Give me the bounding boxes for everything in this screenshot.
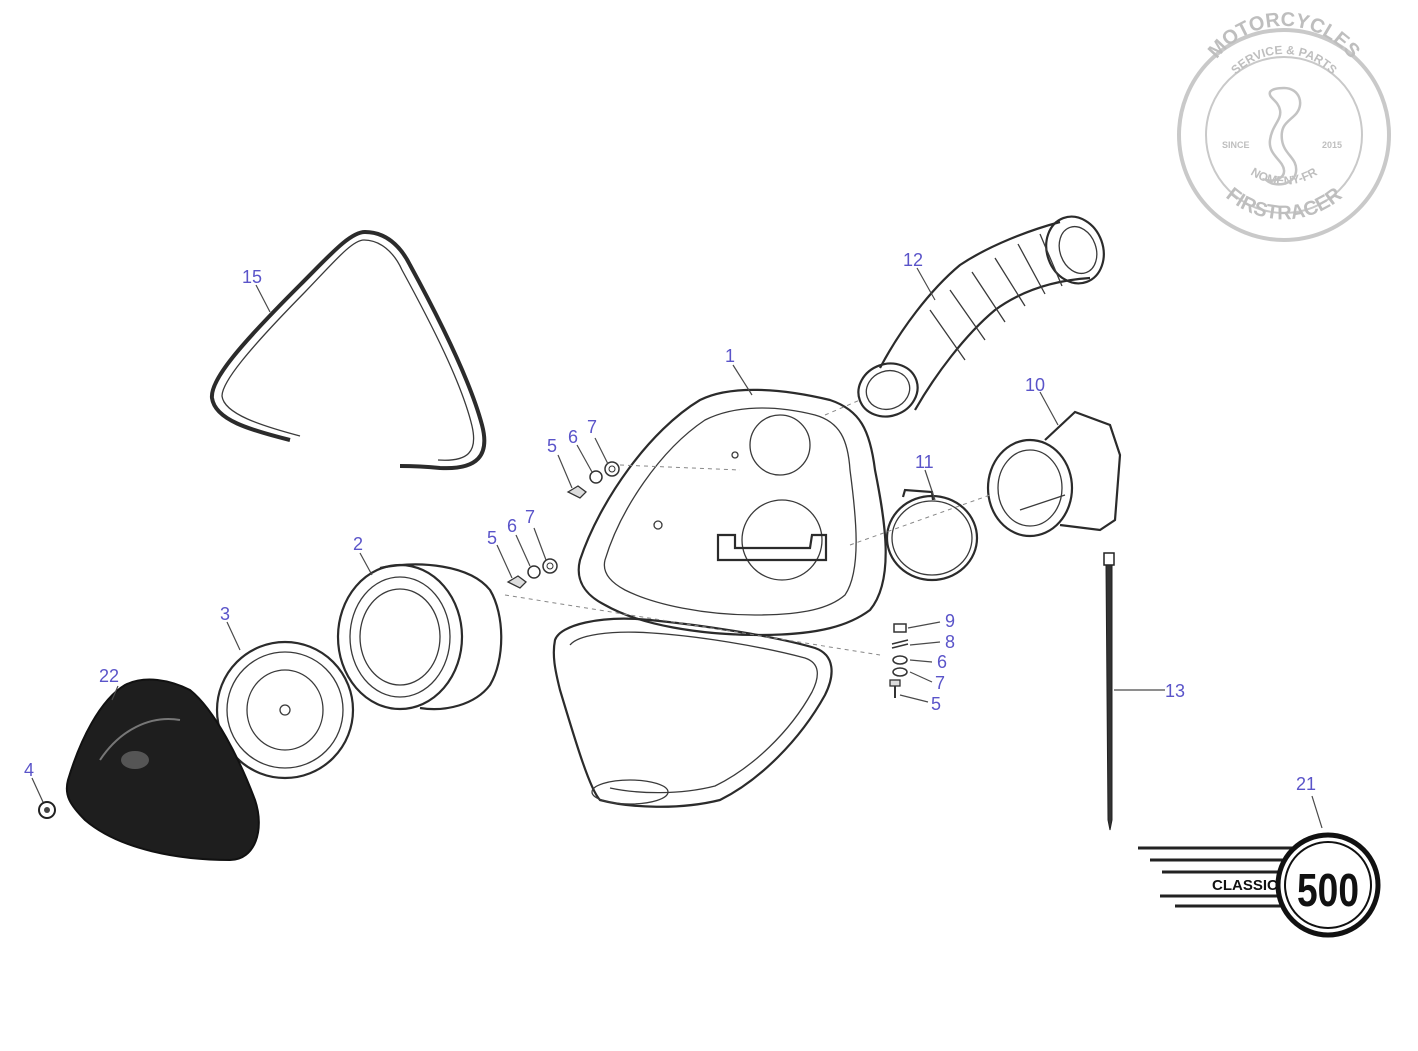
callout-11: 11 <box>915 452 934 472</box>
part-4-nut <box>38 801 56 819</box>
hardware-group-middle <box>506 558 558 589</box>
badge-classic-text: CLASSIC <box>1212 877 1278 894</box>
part-1-air-box-cover <box>552 617 833 808</box>
stamp-since-text: SINCE <box>1222 140 1250 150</box>
stamp-bottom-text: FIRSTRACER <box>1222 183 1347 224</box>
callout-22: 22 <box>99 666 119 686</box>
callout-2: 2 <box>353 534 363 554</box>
callout-7-upper: 7 <box>587 417 597 437</box>
callout-8: 8 <box>945 632 955 652</box>
part-15-seal <box>209 229 487 471</box>
callout-3: 3 <box>220 604 230 624</box>
callout-6-upper: 6 <box>568 427 578 447</box>
part-12-intake-hose <box>857 215 1105 418</box>
callout-6-middle: 6 <box>507 516 517 536</box>
callout-10: 10 <box>1025 375 1045 395</box>
callout-4: 4 <box>24 760 34 780</box>
leader-lines <box>31 267 1323 829</box>
part-22-cover <box>65 678 260 862</box>
callout-1: 1 <box>725 346 735 366</box>
callout-13: 13 <box>1165 681 1185 701</box>
part-10-adapter <box>986 410 1122 538</box>
part-13-cable-tie <box>1103 552 1115 831</box>
callout-6-right: 6 <box>937 652 947 672</box>
callout-15: 15 <box>242 267 262 287</box>
part-1-air-box <box>577 388 887 637</box>
stamp-nomeny-text: NOMENY-FR <box>1248 165 1319 188</box>
badge-number-text: 500 <box>1297 864 1359 916</box>
stamp-service-text: SERVICE & PARTS <box>1228 43 1340 77</box>
callout-21: 21 <box>1296 774 1316 794</box>
cobra-icon <box>1261 86 1302 186</box>
callout-5-middle: 5 <box>487 528 497 548</box>
callout-7-middle: 7 <box>525 507 535 527</box>
callout-12: 12 <box>903 250 923 270</box>
callout-5-upper: 5 <box>547 436 557 456</box>
classic-500-badge: CLASSIC 500 <box>1138 832 1381 938</box>
assembly-guide-lines <box>504 399 991 656</box>
part-2-filter-element <box>336 563 503 711</box>
stamp-year-text: 2015 <box>1322 140 1342 150</box>
callout-5-right: 5 <box>931 694 941 714</box>
callout-7-right: 7 <box>935 673 945 693</box>
callout-labels: 1 2 3 4 5 6 7 5 6 7 9 8 6 7 5 10 11 12 1… <box>24 250 1316 794</box>
hardware-group-upper <box>566 461 620 499</box>
watermark-stamp: MOTORCYCLES SERVICE & PARTS NOMENY-FR FI… <box>1177 9 1391 242</box>
hardware-group-right <box>889 623 909 698</box>
part-3-filter-disc <box>215 640 355 780</box>
callout-9: 9 <box>945 611 955 631</box>
part-11-clamp <box>885 488 979 582</box>
